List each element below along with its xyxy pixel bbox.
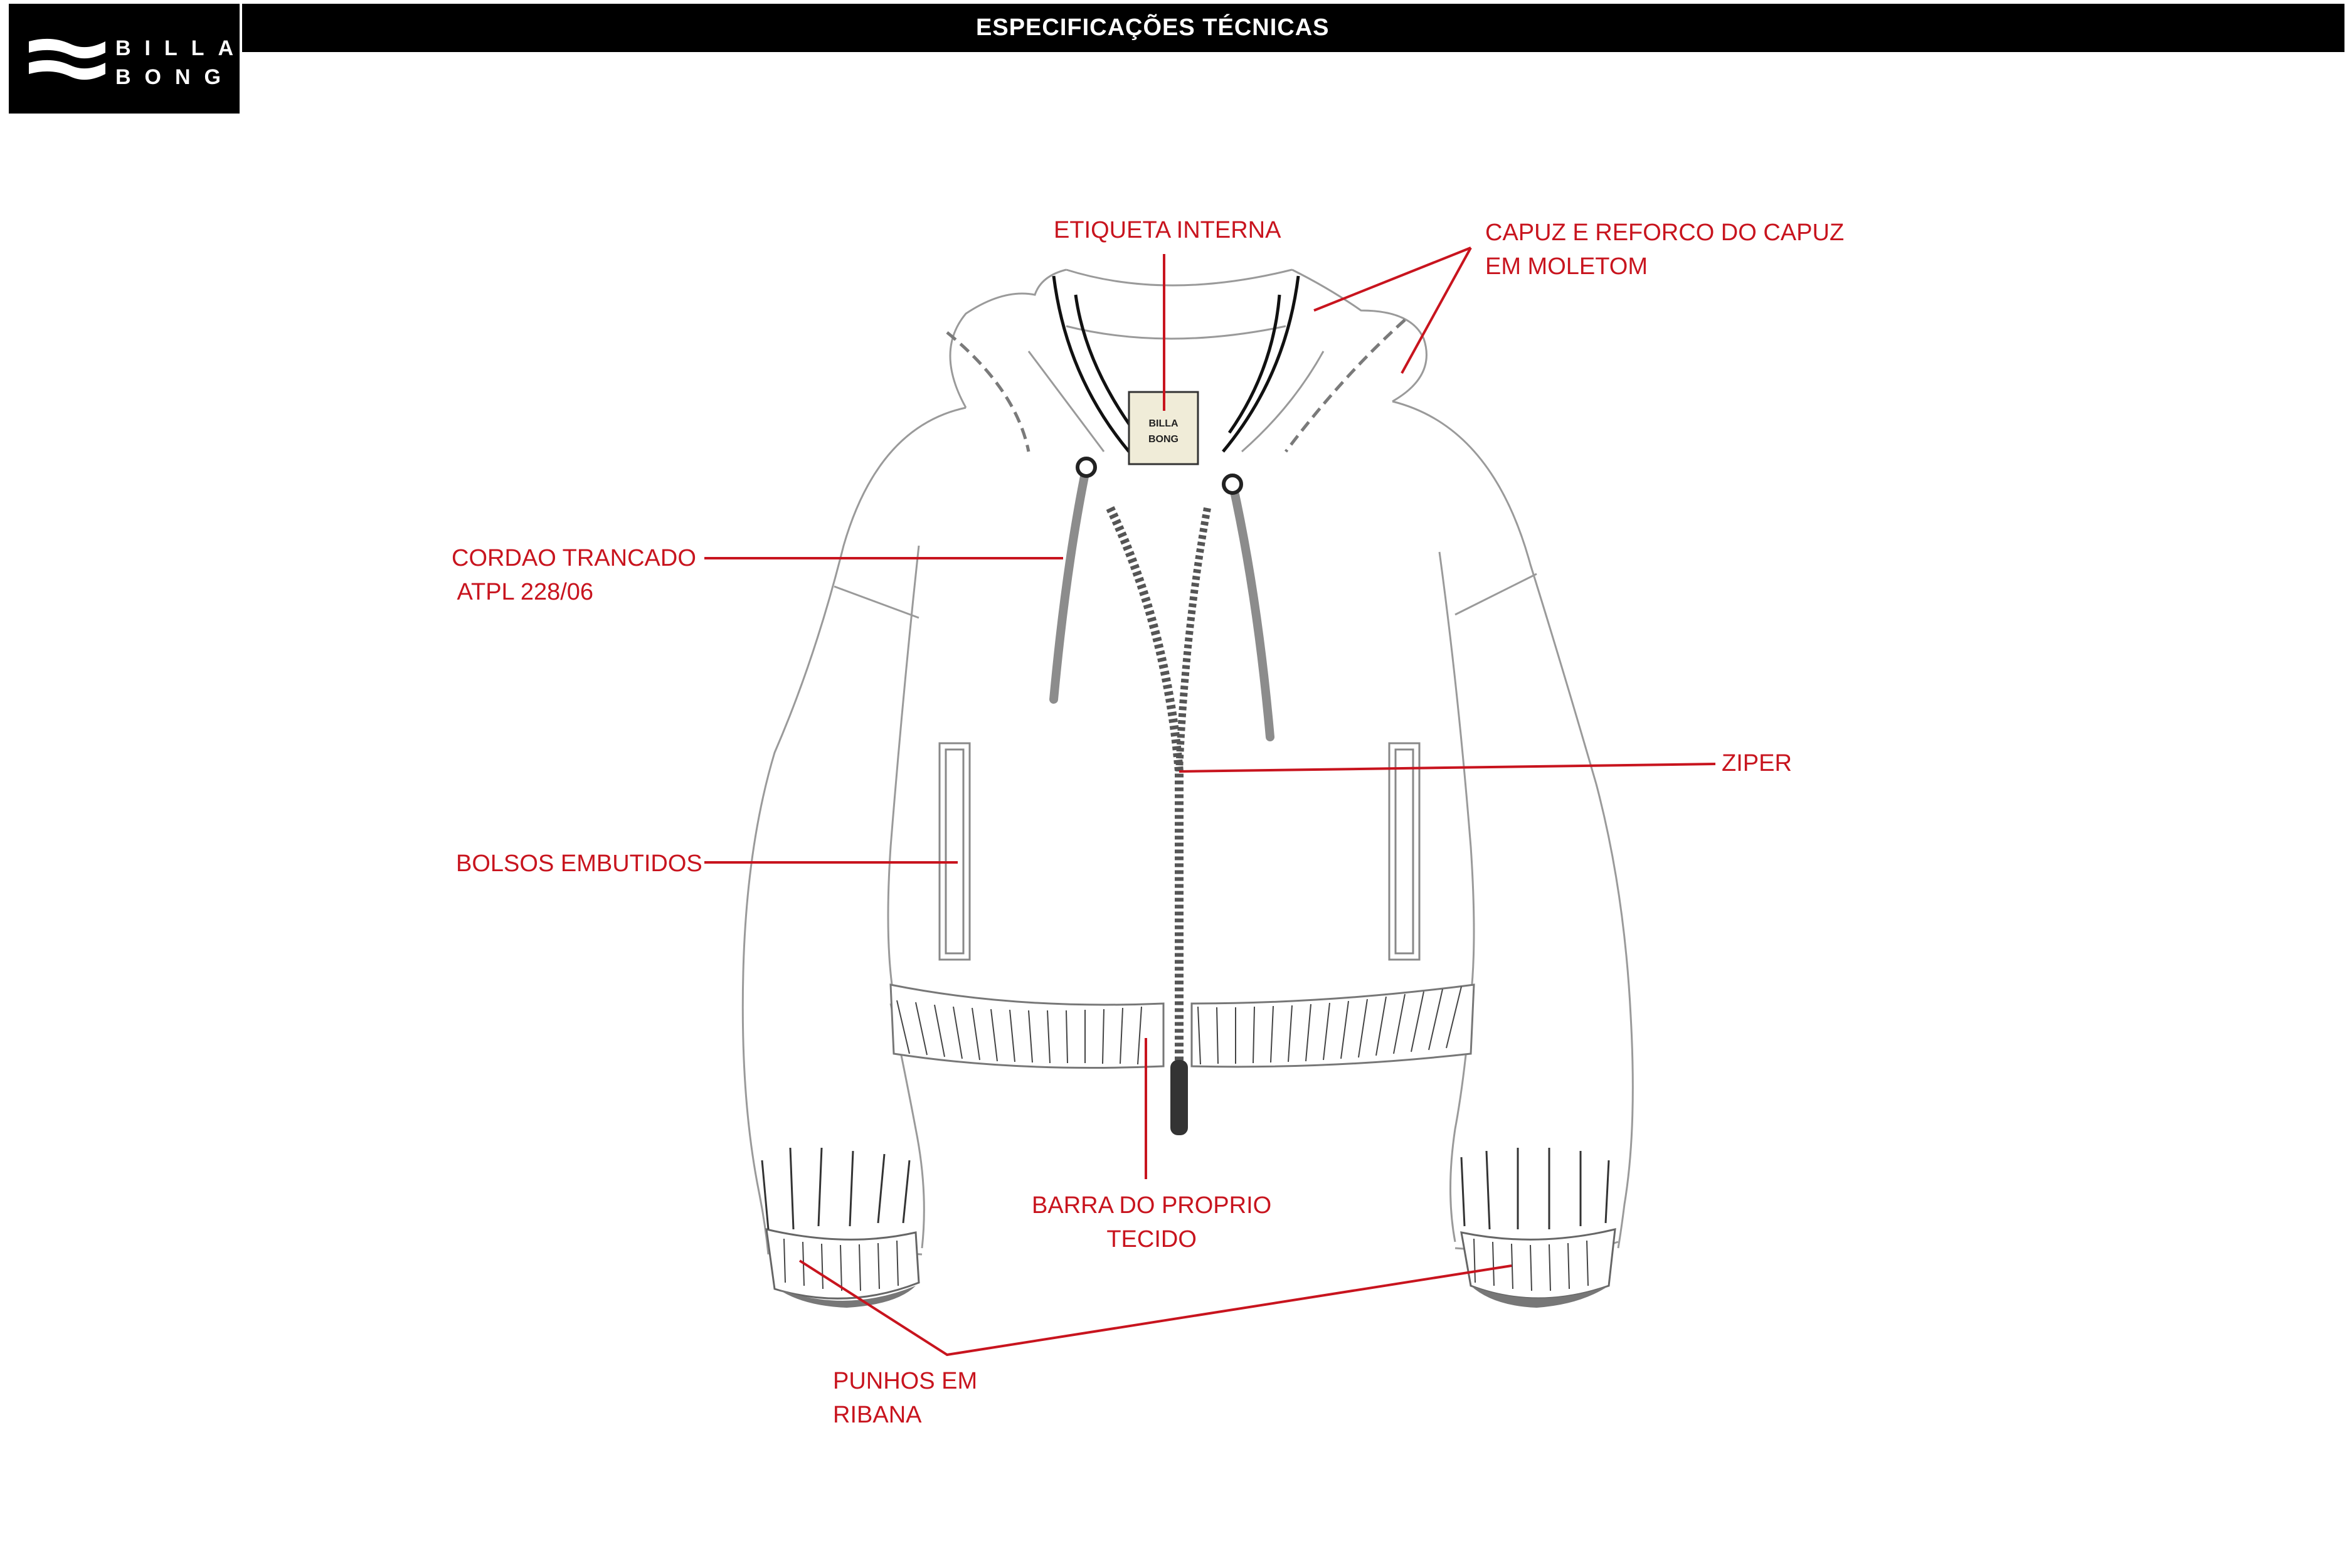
inner-label-line1: BILLA [1148, 418, 1179, 429]
callout-cordao: CORDAO TRANCADO ATPL 228/06 [452, 541, 696, 609]
callout-cordao-line2: ATPL 228/06 [452, 579, 594, 605]
callout-cordao-line1: CORDAO TRANCADO [452, 545, 696, 571]
callout-punhos-line1: PUNHOS EM [833, 1368, 978, 1394]
callout-ziper: ZIPER [1722, 746, 1792, 780]
jacket-outline [741, 268, 1634, 1258]
zipper-puller-icon [1170, 1060, 1188, 1135]
callout-barra-line2: TECIDO [1106, 1226, 1197, 1253]
hood-stitching [946, 319, 1406, 453]
left-eyelet [1076, 457, 1097, 478]
callout-etiqueta-interna: ETIQUETA INTERNA [1054, 213, 1281, 247]
callout-capuz-line2: EM MOLETOM [1485, 253, 1648, 280]
callout-punhos-line2: RIBANA [833, 1402, 922, 1428]
left-pocket [938, 742, 971, 961]
callout-leader-lines [704, 246, 1716, 1357]
drawcords [1049, 463, 1274, 741]
cuffs [761, 1147, 1616, 1308]
zipper [1106, 506, 1211, 1135]
pockets [938, 742, 1421, 961]
waist-rib [889, 983, 1475, 1069]
page-title: ESPECIFICAÇÕES TÉCNICAS [976, 14, 1330, 41]
callout-capuz-line1: CAPUZ E REFORCO DO CAPUZ [1485, 220, 1845, 246]
callout-bolsos-text: BOLSOS EMBUTIDOS [456, 850, 702, 877]
callout-capuz: CAPUZ E REFORCO DO CAPUZ EM MOLETOM [1485, 216, 1844, 283]
inner-label-line2: BONG [1148, 434, 1179, 445]
header-bar: ESPECIFICAÇÕES TÉCNICAS [242, 4, 2344, 52]
callout-punhos: PUNHOS EM RIBANA [833, 1364, 977, 1432]
right-pocket [1388, 742, 1421, 961]
callout-barra: BARRA DO PROPRIO TECIDO [1032, 1189, 1271, 1256]
callout-barra-line1: BARRA DO PROPRIO [1032, 1192, 1272, 1219]
brand-logo: BILLA BONG [9, 4, 240, 114]
brand-name-line1: BILLA [115, 36, 248, 60]
callout-bolsos: BOLSOS EMBUTIDOS [456, 847, 702, 881]
callout-ziper-text: ZIPER [1722, 750, 1792, 776]
billabong-wave-logo-icon [29, 38, 105, 80]
hood-inner-stripes [1052, 275, 1300, 453]
brand-name-line2: BONG [115, 65, 235, 89]
callout-etiqueta-text: ETIQUETA INTERNA [1054, 217, 1281, 243]
right-eyelet [1222, 474, 1243, 495]
